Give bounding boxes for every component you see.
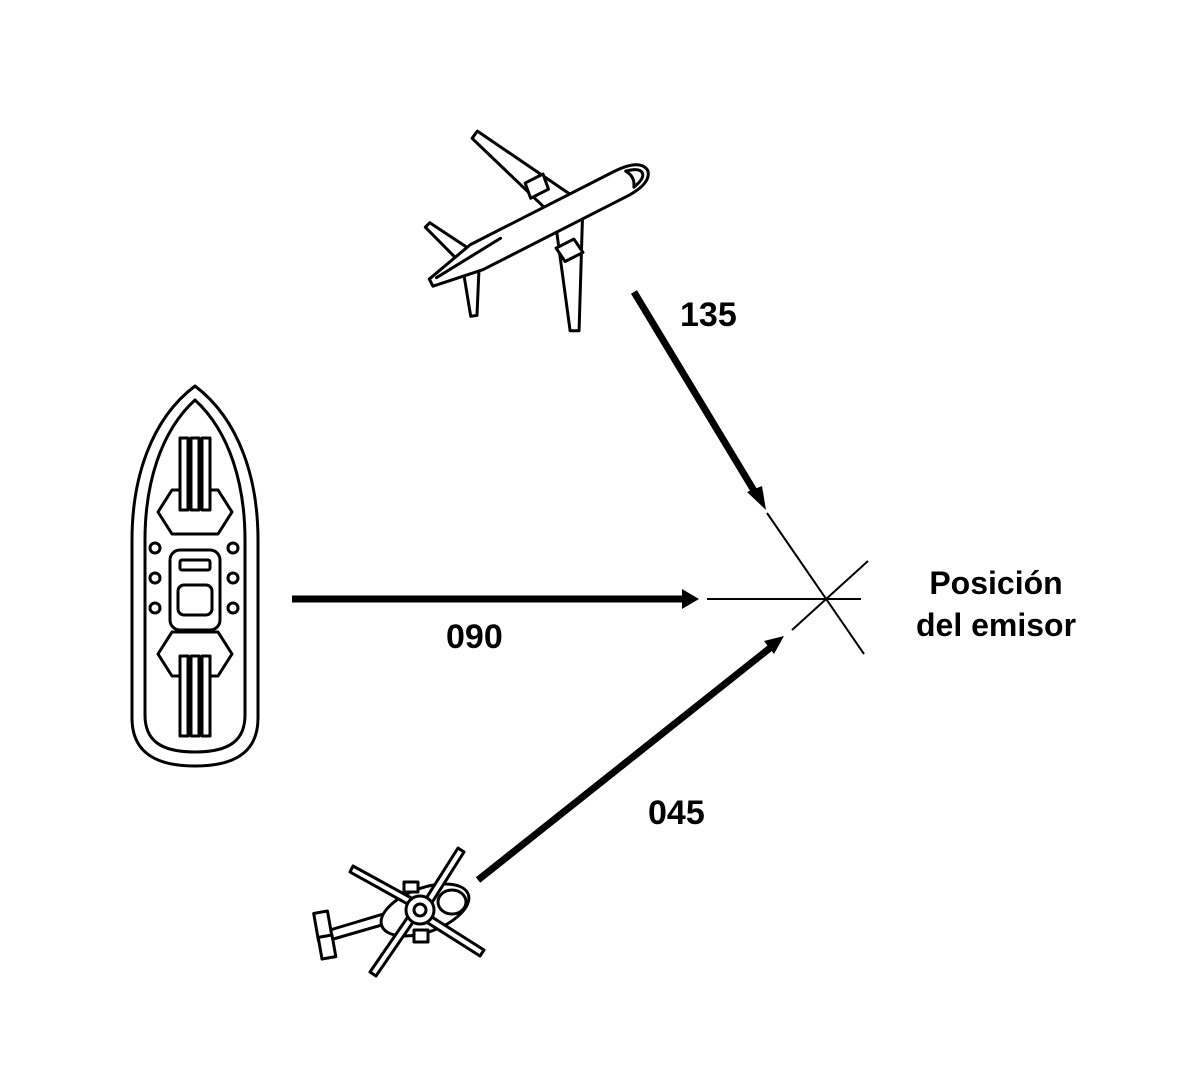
helicopter-icon [312, 846, 486, 978]
emitter-fix [707, 512, 869, 655]
bearing-label-090: 090 [446, 618, 503, 656]
bearing-arrow-090 [292, 589, 699, 609]
warship-icon [130, 384, 260, 768]
bearing-label-135: 135 [680, 296, 737, 334]
bearing-arrow-045 [475, 636, 784, 883]
airplane-icon [423, 129, 650, 333]
emitter-label-line2: del emisor [916, 607, 1076, 643]
bearing-label-045: 045 [648, 794, 705, 832]
emitter-label-line1: Posición [929, 565, 1062, 601]
bearing-arrow-135 [631, 290, 766, 510]
